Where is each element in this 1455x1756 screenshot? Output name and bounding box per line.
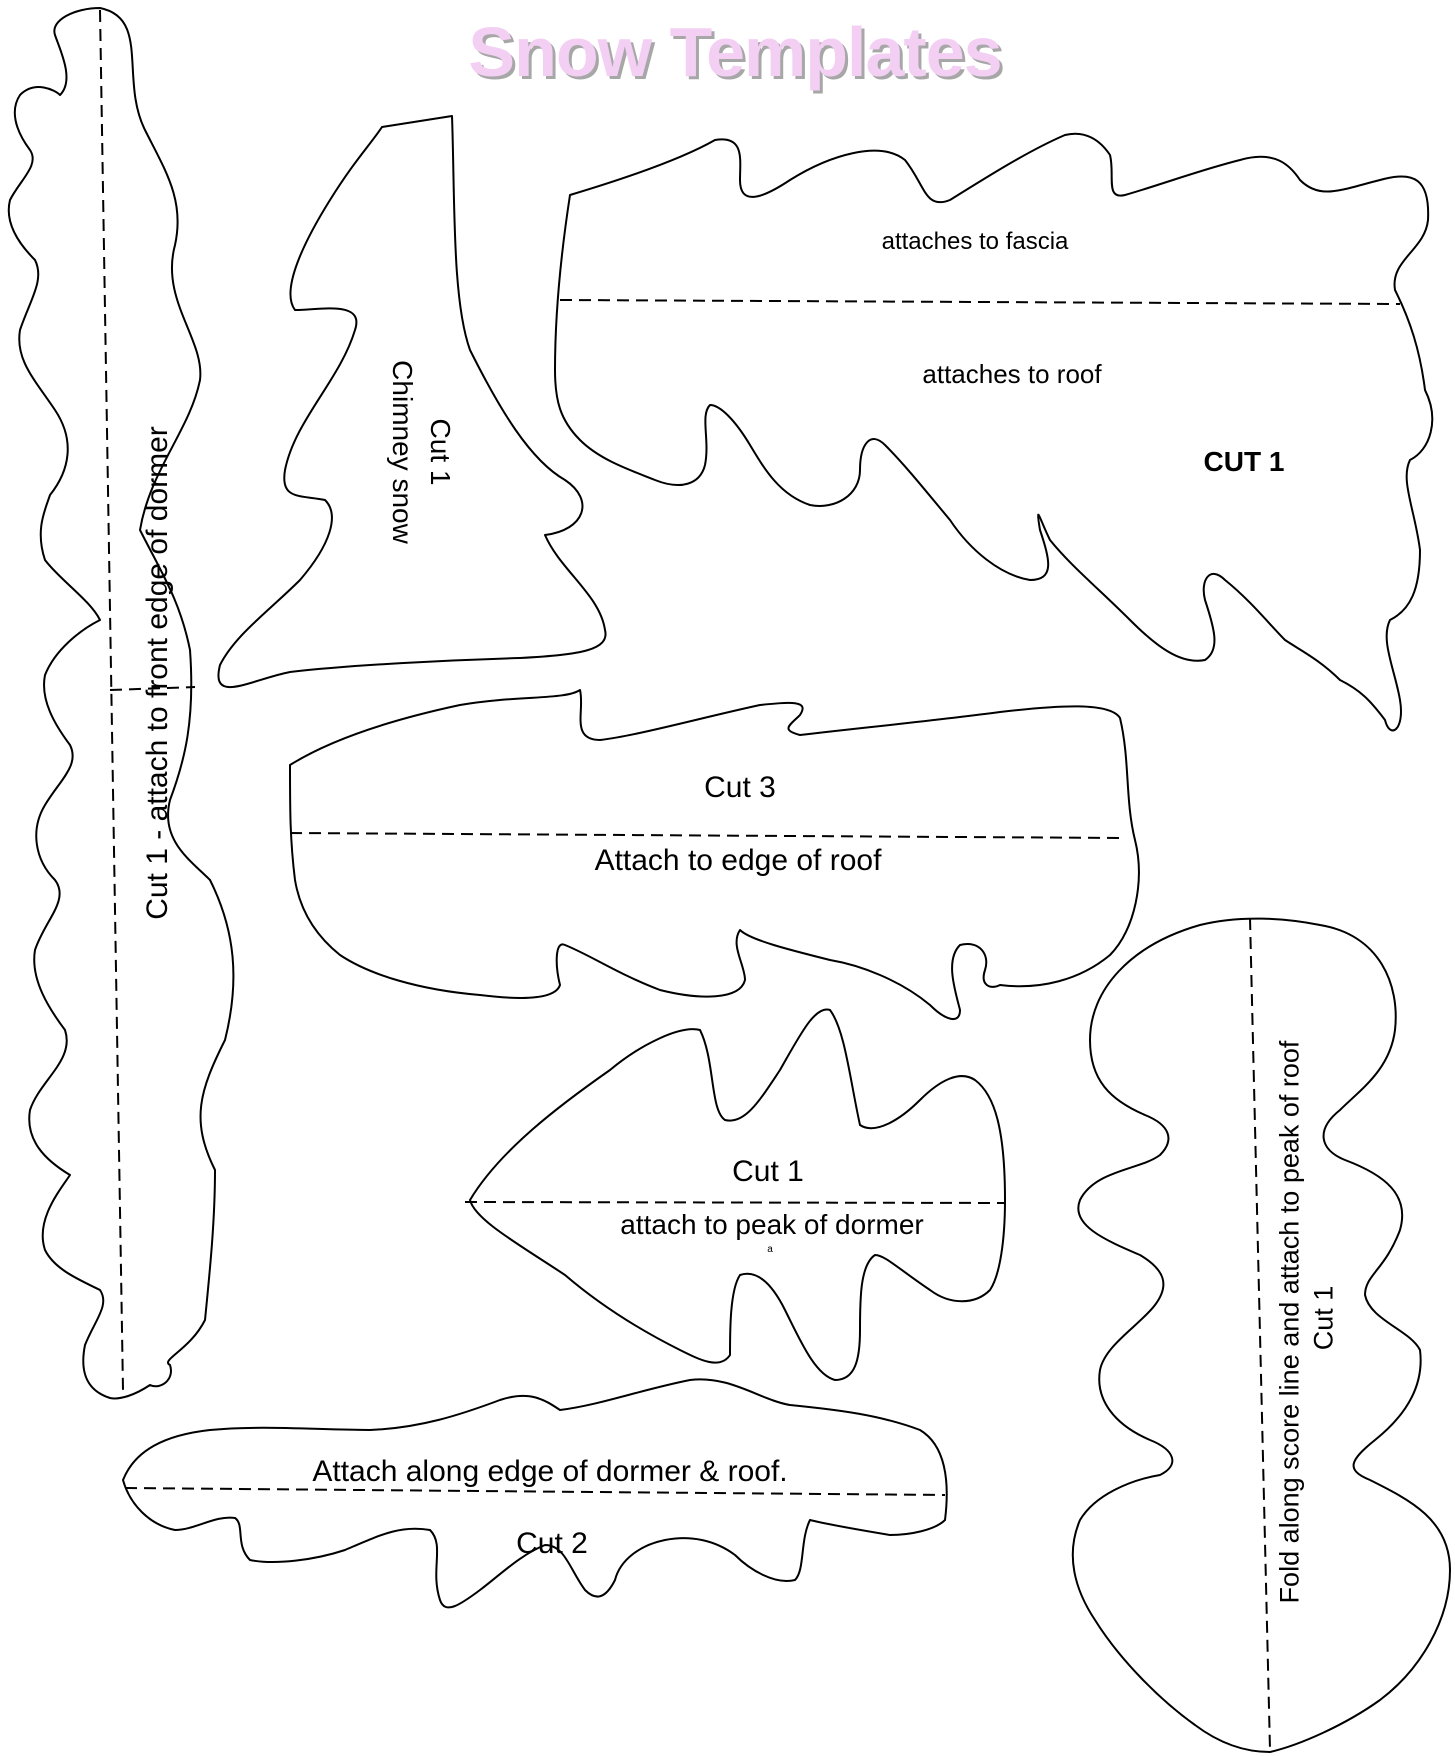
template-roof-edge bbox=[289, 689, 1140, 1020]
template-dormer-peak bbox=[464, 1008, 1006, 1381]
template-roof-peak bbox=[1071, 917, 1451, 1753]
template-chimney bbox=[217, 115, 607, 689]
template-dormer-roof-edge bbox=[122, 1378, 948, 1609]
label-dormer-roof-attach: Attach along edge of dormer & roof. bbox=[312, 1455, 788, 1488]
label-roof-peak-fold: Fold along score line and attach to peak… bbox=[1274, 1040, 1305, 1604]
label-dormer-peak-attach: attach to peak of dormer bbox=[620, 1209, 924, 1240]
label-roof-edge-cut: Cut 3 bbox=[704, 771, 776, 804]
label-dormer-peak-cut: Cut 1 bbox=[732, 1155, 804, 1188]
template-dormer-front-strip bbox=[7, 7, 235, 1400]
template-large-roof bbox=[554, 132, 1434, 732]
label-dormer-peak-mark: a bbox=[767, 1244, 773, 1255]
label-chimney-cut: Cut 1 bbox=[425, 418, 456, 486]
label-dormer-roof-cut: Cut 2 bbox=[516, 1527, 588, 1560]
label-dormer-front: Cut 1 - attach to front edge of dormer bbox=[141, 426, 174, 920]
label-chimney-snow: Chimney snow bbox=[387, 360, 418, 544]
label-large-roof-cut: CUT 1 bbox=[1203, 446, 1285, 477]
label-roof-peak-cut: Cut 1 bbox=[1308, 1285, 1339, 1351]
label-roof-edge-attach: Attach to edge of roof bbox=[594, 844, 882, 877]
label-large-roof-roof: attaches to roof bbox=[922, 359, 1102, 389]
label-large-roof-fascia: attaches to fascia bbox=[881, 228, 1069, 255]
page-title: Snow Templates bbox=[468, 13, 1002, 91]
